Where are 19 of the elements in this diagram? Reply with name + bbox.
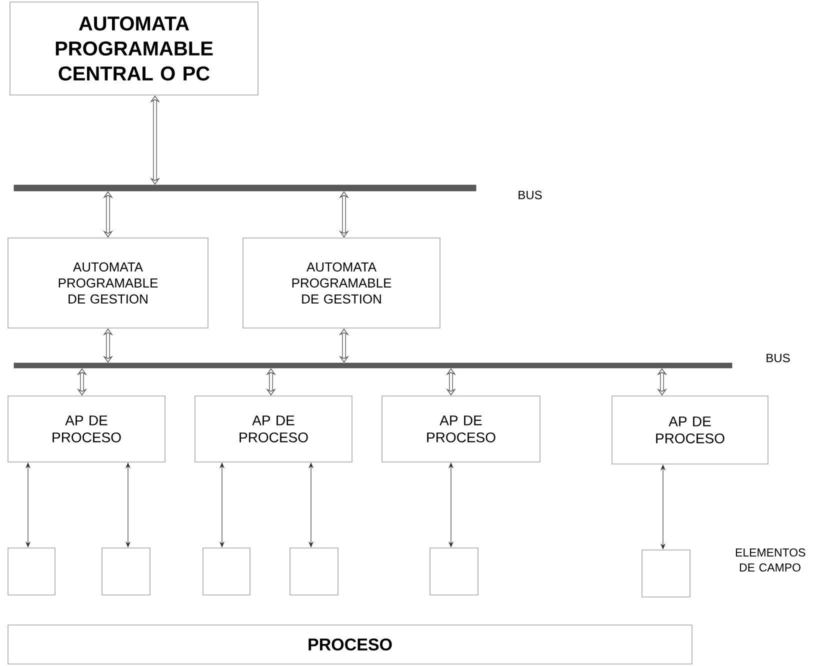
bus-bar — [14, 184, 476, 192]
field-element-box — [290, 548, 338, 596]
field-element-box — [8, 548, 56, 596]
process-box: AUTOMATA PROGRAMABLE CENTRAL O PC — [10, 2, 258, 96]
process-box: AUTOMATA PROGRAMABLE DE GESTION — [8, 238, 208, 328]
field-element-box — [642, 550, 690, 598]
process-box: PROCESO — [8, 624, 692, 664]
bus-label: BUS — [766, 354, 790, 362]
process-box: AP DE PROCESO — [8, 396, 166, 462]
process-box: AP DE PROCESO — [612, 396, 768, 464]
process-box: AP DE PROCESO — [382, 396, 540, 462]
field-element-box — [430, 548, 478, 596]
field-element-box — [202, 548, 250, 596]
side-label: ELEMENTOS DE CAMPO — [736, 548, 806, 572]
bus-label: BUS — [518, 190, 542, 200]
process-box: AP DE PROCESO — [194, 396, 352, 462]
bus-bar — [14, 362, 732, 368]
field-element-box — [102, 548, 150, 596]
process-box: AUTOMATA PROGRAMABLE DE GESTION — [242, 238, 440, 328]
